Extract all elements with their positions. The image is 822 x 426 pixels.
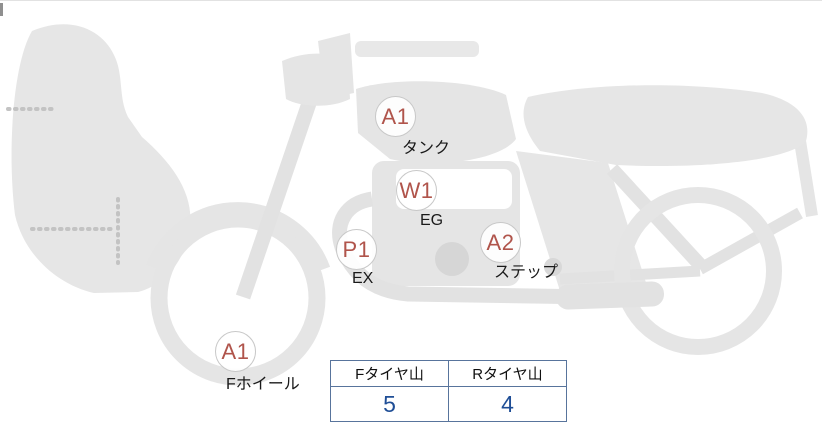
front-tire-header: Fタイヤ山 — [330, 360, 449, 387]
grade-code-step: A2 — [486, 229, 515, 255]
tail-fender — [794, 140, 818, 217]
grade-code-engine: W1 — [399, 177, 434, 203]
cowl-dashed-lines — [6, 107, 120, 265]
tire-tread-table: Fタイヤ山 Rタイヤ山 5 4 — [330, 360, 567, 422]
seat — [523, 85, 808, 166]
front-fork — [235, 68, 328, 300]
muffler — [556, 281, 665, 310]
front-cowl-shape — [11, 24, 191, 294]
tire-table-header-row: Fタイヤ山 Rタイヤ山 — [330, 360, 567, 387]
part-label-engine: EG — [420, 212, 444, 229]
handlebar-crossbar — [355, 41, 479, 57]
grade-code-exhaust: P1 — [342, 236, 371, 262]
front-fender — [145, 202, 331, 272]
rear-frame — [516, 151, 648, 291]
rear-wheel — [614, 187, 782, 355]
part-label-exhaust: EX — [352, 270, 374, 287]
front-wheel — [150, 210, 326, 386]
headlight — [282, 53, 350, 106]
rear-down-tube — [606, 164, 708, 272]
rear-shock-tube — [697, 207, 803, 275]
tire-table-value-row: 5 4 — [330, 386, 567, 422]
page-edge-mark — [0, 3, 3, 16]
footpeg-circle — [544, 258, 562, 276]
part-label-tank: タンク — [402, 140, 451, 157]
rear-tire-value: 4 — [448, 386, 567, 422]
grade-badge-front-wheel: A1 — [215, 331, 256, 372]
grade-code-front-wheel: A1 — [221, 338, 250, 364]
engine-case-circle — [435, 242, 469, 276]
front-tire-value: 5 — [330, 386, 449, 422]
rear-tire-header: Rタイヤ山 — [448, 360, 567, 387]
grade-badge-exhaust: P1 — [336, 229, 377, 270]
part-label-step: ステップ — [494, 264, 559, 281]
grade-badge-tank: A1 — [375, 96, 416, 137]
grade-code-tank: A1 — [381, 103, 410, 129]
grade-badge-step: A2 — [480, 222, 521, 263]
grade-badge-engine: W1 — [396, 170, 437, 211]
part-label-front-wheel: Fホイール — [226, 376, 300, 393]
